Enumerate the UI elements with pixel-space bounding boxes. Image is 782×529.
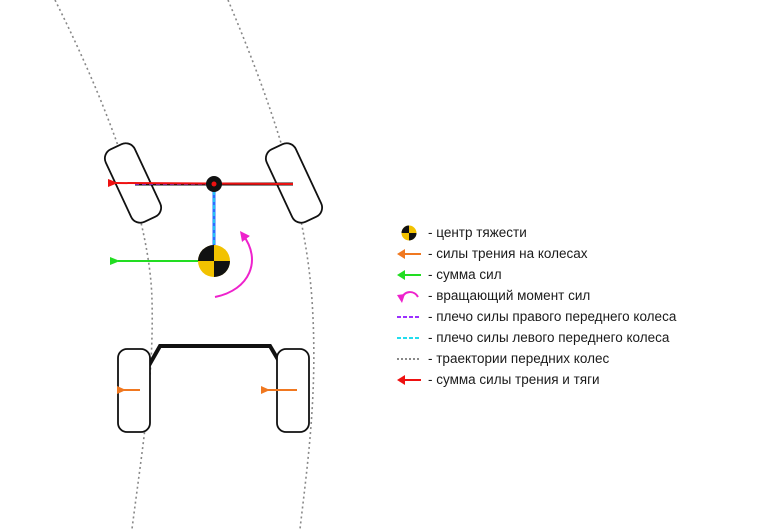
legend-item: - силы трения на колесах: [396, 243, 776, 264]
legend-label: - сумма сил: [428, 267, 502, 282]
front-right-wheel: [264, 142, 324, 224]
legend-item: - вращающий момент сил: [396, 285, 776, 306]
friction-traction-sum-arrow-icon: [397, 374, 421, 385]
sum-force-arrow-icon: [397, 269, 421, 280]
right-wheel-trajectory: [227, 0, 315, 529]
trajectory-line-icon: [397, 357, 421, 360]
left-wheel-trajectory: [54, 0, 154, 529]
legend-item: - плечо силы правого переднего колеса: [396, 306, 776, 327]
friction-force-arrow-icon: [397, 248, 421, 259]
center-of-gravity-icon: [401, 225, 417, 240]
left-wheel-lever-line-icon: [397, 336, 421, 339]
legend-label: - силы трения на колесах: [428, 246, 588, 261]
legend-label: - сумма силы трения и тяги: [428, 372, 600, 387]
legend-item: - траектории передних колес: [396, 348, 776, 369]
friction-traction-sum-arrow: [107, 178, 294, 187]
legend-item: - плечо силы левого переднего колеса: [396, 327, 776, 348]
legend-label: - траектории передних колес: [428, 351, 610, 366]
legend: - центр тяжести - силы трения на колесах…: [396, 222, 776, 390]
rotation-moment-arrow: [214, 231, 253, 298]
legend-item: - сумма силы трения и тяги: [396, 369, 776, 390]
front-axle-pivot-dot: [211, 181, 217, 187]
legend-label: - вращающий момент сил: [428, 288, 591, 303]
right-wheel-lever-line-icon: [397, 315, 421, 318]
legend-item: - центр тяжести: [396, 222, 776, 243]
legend-label: - плечо силы правого переднего колеса: [428, 309, 677, 324]
legend-label: - центр тяжести: [428, 225, 527, 240]
legend-item: - сумма сил: [396, 264, 776, 285]
rotation-moment-icon: [397, 290, 419, 303]
legend-label: - плечо силы левого переднего колеса: [428, 330, 670, 345]
center-of-gravity: [198, 245, 230, 277]
rear-axle: [133, 344, 298, 392]
